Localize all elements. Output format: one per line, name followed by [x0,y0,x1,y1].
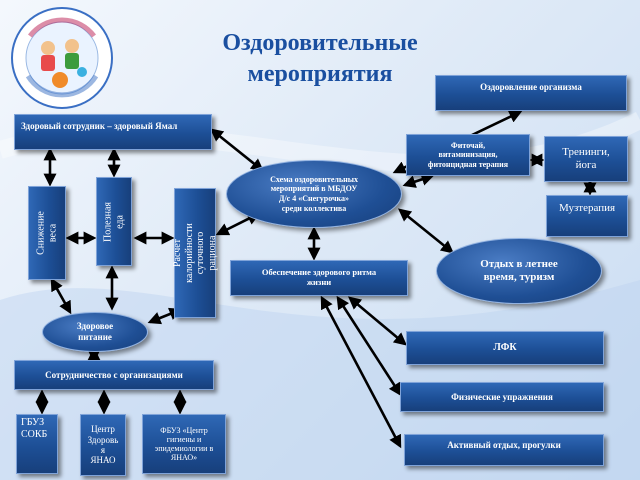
box-trainings[interactable]: Тренинги, йога [544,136,628,182]
box-music[interactable]: Музтерапия [546,195,628,237]
page-title: Оздоровительные мероприятия [222,30,418,88]
box-fbuz[interactable]: ФБУЗ «Центр гигиены и эпидемиологии в ЯН… [142,414,226,474]
oval-scheme[interactable]: Схема оздоровительных мероприятий в МБДО… [226,160,402,228]
arrow-scheme-summer [397,208,455,254]
box-healthy-employee[interactable]: Здоровый сотрудник – здоровый Ямал [14,114,212,150]
arrow-phyto-scheme [402,173,435,188]
weight-loss-label: Снижение веса [35,211,59,255]
healthy-food-label: Полезная еда [102,201,126,242]
box-exercises[interactable]: Физические упражнения [400,382,604,412]
oval-nutrition[interactable]: Здоровое питание [42,312,148,352]
box-calorie-calc[interactable]: Расчет калорийности суточного рациона [172,188,218,318]
arrow-employee-scheme [209,128,265,172]
box-active-rest[interactable]: Активный отдых, прогулки [404,434,604,466]
box-cooperation[interactable]: Сотрудничество с организациями [14,360,214,390]
box-health-body[interactable]: Оздоровление организма [435,75,627,111]
box-healthy-food[interactable]: Полезная еда [96,177,132,266]
box-health-center[interactable]: Центр Здоровь я ЯНАО [80,414,126,476]
box-lfk[interactable]: ЛФК [406,331,604,365]
box-weight-loss[interactable]: Снижение веса [28,186,66,280]
arrow-weight-nutrition [50,277,72,315]
calorie-calc-label: Расчет калорийности суточного рациона [172,223,218,283]
arrow-rhythm-lfk [348,296,407,346]
box-gbuz[interactable]: ГБУЗ СОКБ [16,414,58,474]
box-rhythm[interactable]: Обеспечение здорового ритма жизни [230,260,408,296]
project-logo [10,6,114,110]
arrow-rhythm-active [320,295,402,449]
box-phyto[interactable]: Фиточай, витаминизация, фитонцидная тера… [406,134,530,176]
oval-summer-rest[interactable]: Отдых в летнее время, туризм [436,238,602,304]
